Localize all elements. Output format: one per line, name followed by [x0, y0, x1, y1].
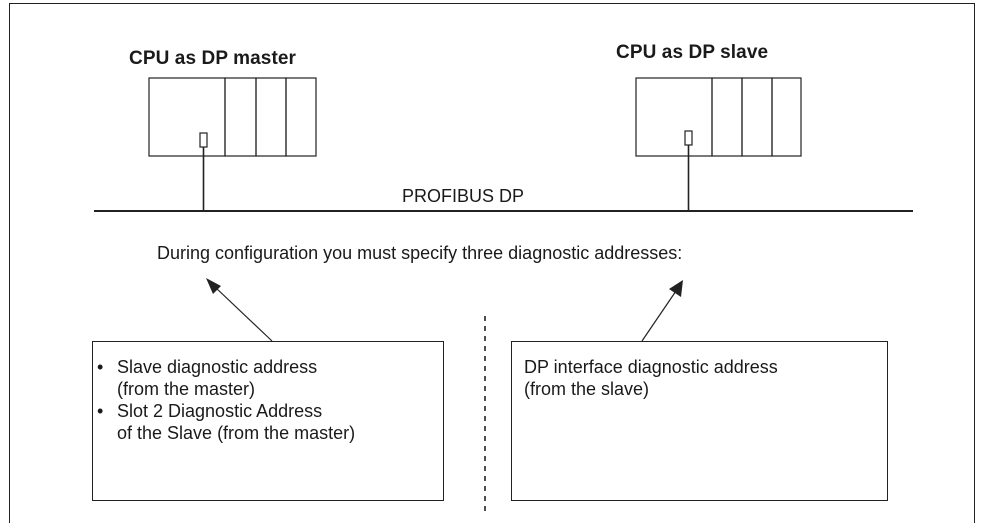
slave-rack — [635, 77, 802, 157]
caption-text: During configuration you must specify th… — [157, 243, 683, 263]
master-module-2 — [255, 77, 287, 157]
left-arrow-head — [206, 278, 221, 294]
slave-title: CPU as DP slave — [616, 42, 769, 63]
master-module-3 — [285, 77, 317, 157]
profibus-label: PROFIBUS DP — [402, 186, 525, 206]
master-module-1 — [224, 77, 257, 157]
slave-module-1 — [711, 77, 743, 157]
bullet: • — [97, 401, 104, 421]
list-item-line2: of the Slave (from the master) — [117, 423, 356, 443]
list-item-line1: Slave diagnostic address — [117, 357, 318, 377]
slave-address-line1: DP interface diagnostic address — [524, 357, 778, 377]
master-addresses-list: • Slave diagnostic address (from the mas… — [93, 356, 443, 444]
diagram-frame — [9, 3, 975, 523]
master-rack — [148, 77, 317, 157]
right-arrow-line — [641, 290, 677, 342]
list-item: • Slot 2 Diagnostic Address of the Slave… — [93, 400, 443, 444]
list-item-line1: Slot 2 Diagnostic Address — [117, 401, 323, 421]
list-item: • Slave diagnostic address (from the mas… — [93, 356, 443, 400]
right-arrow-head — [669, 280, 683, 297]
slave-address-box: DP interface diagnostic address (from th… — [511, 341, 888, 501]
list-item-line2: (from the master) — [117, 379, 256, 399]
master-cpu-module — [148, 77, 226, 157]
master-addresses-box: • Slave diagnostic address (from the mas… — [92, 341, 444, 501]
slave-dp-port — [684, 130, 693, 146]
slave-cpu-module — [635, 77, 713, 157]
master-title: CPU as DP master — [129, 48, 297, 69]
left-arrow-line — [214, 286, 273, 342]
slave-module-3 — [771, 77, 802, 157]
slave-module-2 — [741, 77, 773, 157]
bullet: • — [97, 357, 104, 377]
master-dp-port — [199, 132, 208, 148]
slave-address-line2: (from the slave) — [524, 379, 650, 399]
